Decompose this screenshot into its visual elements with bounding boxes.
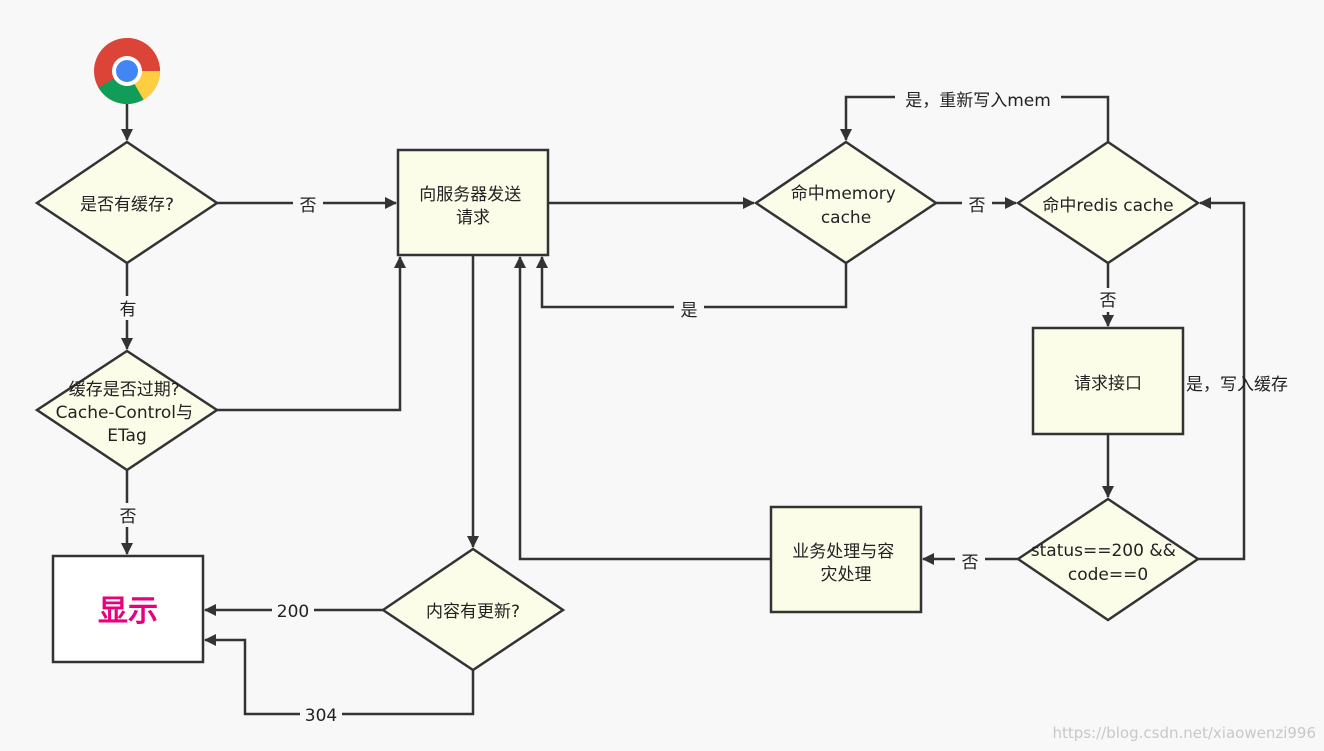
node-request-api-label: 请求接口 bbox=[1074, 374, 1142, 394]
label-304: 304 bbox=[305, 706, 337, 726]
label-has-cache: 有 bbox=[120, 300, 137, 320]
send-request-line-2: 请求 bbox=[456, 208, 490, 228]
node-hit-memory: 命中memory cache bbox=[753, 140, 939, 265]
cache-expired-line-2: Cache-Control与 bbox=[56, 403, 193, 423]
node-has-cache-label: 是否有缓存? bbox=[80, 195, 174, 215]
node-hit-memory-label: 命中memory cache bbox=[791, 184, 901, 228]
edge-expired-to-request bbox=[217, 256, 406, 412]
cache-expired-line-3: ETag bbox=[107, 426, 147, 446]
send-request-line-1: 向服务器发送 bbox=[419, 185, 521, 205]
node-display: 显示 bbox=[51, 554, 205, 664]
edge-business-to-request bbox=[514, 256, 771, 561]
node-business-process-label: 业务处理与容 灾处理 bbox=[792, 542, 899, 585]
node-has-cache: 是否有缓存? bbox=[34, 140, 220, 265]
node-content-updated: 内容有更新? bbox=[380, 547, 566, 672]
node-hit-redis: 命中redis cache bbox=[1015, 140, 1201, 265]
watermark: https://blog.csdn.net/xiaowenzi996 bbox=[1052, 724, 1316, 742]
label-api-yes: 是，写入缓存 bbox=[1186, 375, 1288, 395]
node-request-api: 请求接口 bbox=[1031, 326, 1185, 436]
node-display-label: 显示 bbox=[98, 594, 158, 629]
node-cache-expired-label: 缓存是否过期? Cache-Control与 ETag bbox=[56, 380, 199, 446]
status-check-line-2: code==0 bbox=[1068, 565, 1148, 585]
node-business-process: 业务处理与容 灾处理 bbox=[769, 505, 923, 614]
hit-memory-line-1: 命中memory bbox=[791, 184, 896, 204]
chrome-icon bbox=[94, 38, 160, 105]
label-no-cache: 否 bbox=[300, 196, 317, 216]
hit-memory-line-2: cache bbox=[821, 208, 871, 228]
node-hit-redis-label: 命中redis cache bbox=[1042, 196, 1173, 216]
cache-expired-line-1: 缓存是否过期? bbox=[69, 380, 180, 400]
label-not-expired: 否 bbox=[120, 507, 137, 527]
node-cache-expired: 缓存是否过期? Cache-Control与 ETag bbox=[34, 349, 220, 472]
edge-status-yes bbox=[1198, 197, 1246, 561]
node-send-request: 向服务器发送 请求 bbox=[396, 148, 550, 257]
label-memory-yes: 是 bbox=[681, 301, 698, 321]
status-check-line-1: status==200 && bbox=[1031, 541, 1176, 561]
node-send-request-label: 向服务器发送 请求 bbox=[419, 185, 526, 228]
label-200: 200 bbox=[277, 602, 309, 622]
label-memory-no: 否 bbox=[969, 196, 986, 216]
business-process-line-2: 灾处理 bbox=[821, 565, 872, 585]
node-status-check: status==200 && code==0 bbox=[1015, 497, 1201, 622]
label-redis-yes: 是，重新写入mem bbox=[905, 91, 1051, 111]
label-status-no: 否 bbox=[962, 553, 979, 573]
label-redis-no: 否 bbox=[1100, 291, 1117, 311]
node-status-check-label: status==200 && code==0 bbox=[1031, 541, 1182, 585]
edge-updated-304 bbox=[204, 634, 475, 716]
node-content-updated-label: 内容有更新? bbox=[426, 602, 520, 622]
business-process-line-1: 业务处理与容 bbox=[792, 542, 894, 562]
edge-labels: 否 有 否 200 304 是 否 是，重新写入mem 否 是，写入缓存 否 bbox=[113, 88, 1288, 726]
